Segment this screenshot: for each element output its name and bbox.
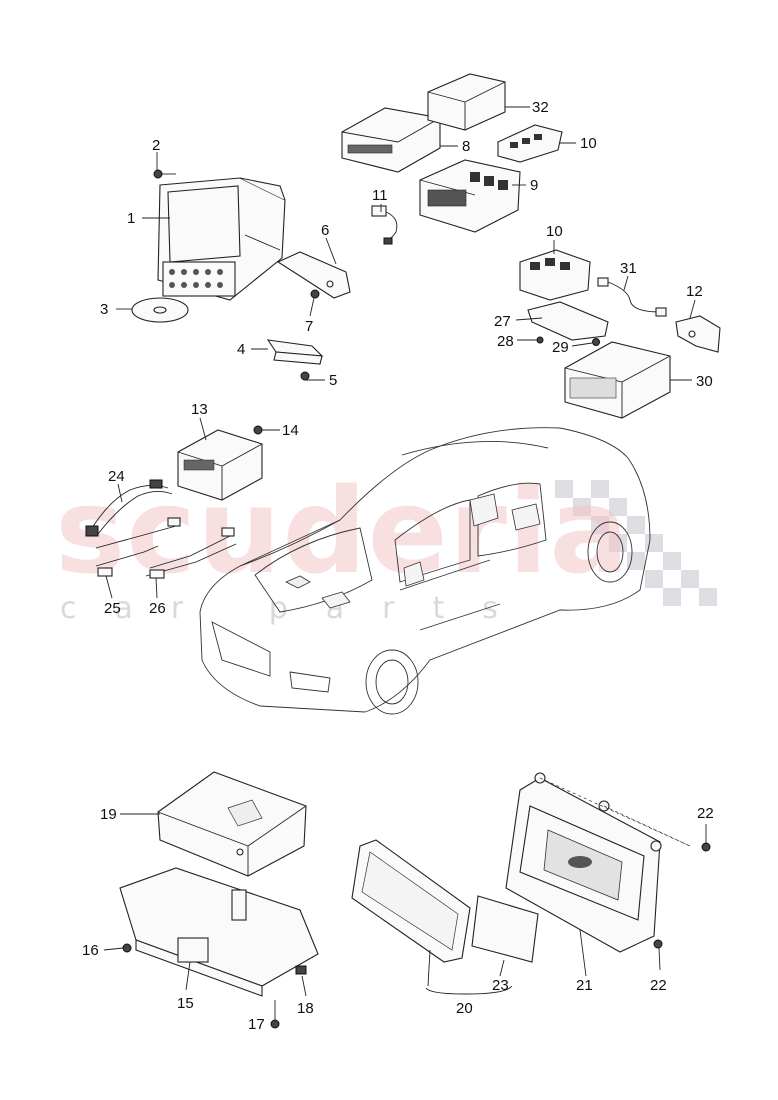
antenna-part-11 bbox=[371, 205, 398, 245]
bracket-part-6 bbox=[276, 251, 351, 299]
module-part-13 bbox=[177, 429, 263, 501]
box-part-32 bbox=[427, 73, 506, 131]
screw-part-17 bbox=[270, 1000, 280, 1029]
watermark-brand: scuderia bbox=[55, 462, 630, 600]
bracket-part-12 bbox=[675, 315, 721, 353]
screw-part-22-upper bbox=[701, 842, 711, 852]
callout-11: 11 bbox=[372, 187, 388, 204]
housing-part-9 bbox=[419, 159, 521, 233]
bracket-part-27 bbox=[527, 301, 609, 341]
cable-part-25 bbox=[95, 517, 181, 577]
callout-10-lower: 10 bbox=[546, 223, 563, 240]
clip-part-18 bbox=[295, 965, 307, 975]
screw-part-22-lower bbox=[653, 939, 663, 949]
screw-part-16 bbox=[122, 943, 132, 953]
callout-12: 12 bbox=[686, 283, 703, 300]
callout-1: 1 bbox=[127, 210, 135, 227]
callout-22-upper: 22 bbox=[697, 805, 714, 822]
nut-part-28 bbox=[536, 336, 544, 344]
callout-25: 25 bbox=[104, 600, 121, 617]
callout-28: 28 bbox=[497, 333, 514, 350]
callout-7: 7 bbox=[305, 318, 313, 335]
callout-22-lower: 22 bbox=[650, 977, 667, 994]
unit-part-8 bbox=[341, 107, 441, 173]
callout-17: 17 bbox=[248, 1016, 265, 1033]
module-part-4 bbox=[266, 339, 324, 365]
callout-26: 26 bbox=[149, 600, 166, 617]
screw-part-2 bbox=[153, 169, 176, 179]
callout-21: 21 bbox=[576, 977, 593, 994]
callout-9: 9 bbox=[530, 177, 538, 194]
callout-20: 20 bbox=[456, 1000, 473, 1017]
head-unit-part-1 bbox=[157, 177, 286, 301]
cable-part-26 bbox=[145, 527, 237, 579]
callout-29: 29 bbox=[552, 339, 569, 356]
mounting-lines bbox=[539, 777, 691, 847]
screen-frame-part-20 bbox=[351, 839, 471, 963]
watermark-tagline: car parts bbox=[60, 591, 536, 626]
callout-4: 4 bbox=[237, 341, 245, 358]
cable-part-24 bbox=[85, 479, 173, 537]
bracket-20 bbox=[425, 985, 513, 995]
callout-19: 19 bbox=[100, 806, 117, 823]
callout-14: 14 bbox=[282, 422, 299, 439]
unit-part-30 bbox=[564, 341, 671, 419]
callout-10-top: 10 bbox=[580, 135, 597, 152]
callout-5: 5 bbox=[329, 372, 337, 389]
display-housing-part-21 bbox=[505, 772, 662, 953]
screw-part-14 bbox=[253, 425, 263, 435]
disc-part-3 bbox=[131, 297, 189, 323]
callout-8: 8 bbox=[462, 138, 470, 155]
callout-6: 6 bbox=[321, 222, 329, 239]
control-unit-part-19 bbox=[157, 771, 307, 877]
vehicle-outline bbox=[199, 427, 651, 715]
screw-part-5 bbox=[300, 371, 310, 381]
screw-part-7 bbox=[310, 289, 320, 299]
tray-part-15 bbox=[119, 867, 319, 997]
callout-24: 24 bbox=[108, 468, 125, 485]
callout-13: 13 bbox=[191, 401, 208, 418]
screen-part-23 bbox=[471, 895, 539, 963]
callout-27: 27 bbox=[494, 313, 511, 330]
callout-2: 2 bbox=[152, 137, 160, 154]
callout-32: 32 bbox=[532, 99, 549, 116]
callout-15: 15 bbox=[177, 995, 194, 1012]
module-part-10-lower bbox=[519, 249, 591, 301]
callout-18: 18 bbox=[297, 1000, 314, 1017]
screw-part-29 bbox=[592, 338, 600, 346]
leader-lines bbox=[103, 106, 707, 997]
callout-23: 23 bbox=[492, 977, 509, 994]
callout-3: 3 bbox=[100, 301, 108, 318]
callout-30: 30 bbox=[696, 373, 713, 390]
callout-31: 31 bbox=[620, 260, 637, 277]
callout-16: 16 bbox=[82, 942, 99, 959]
cable-part-31 bbox=[597, 277, 667, 317]
module-part-10-top bbox=[497, 124, 563, 163]
callout-labels: 1 2 3 4 5 6 7 8 9 10 10 11 12 13 14 15 1… bbox=[82, 99, 714, 1033]
